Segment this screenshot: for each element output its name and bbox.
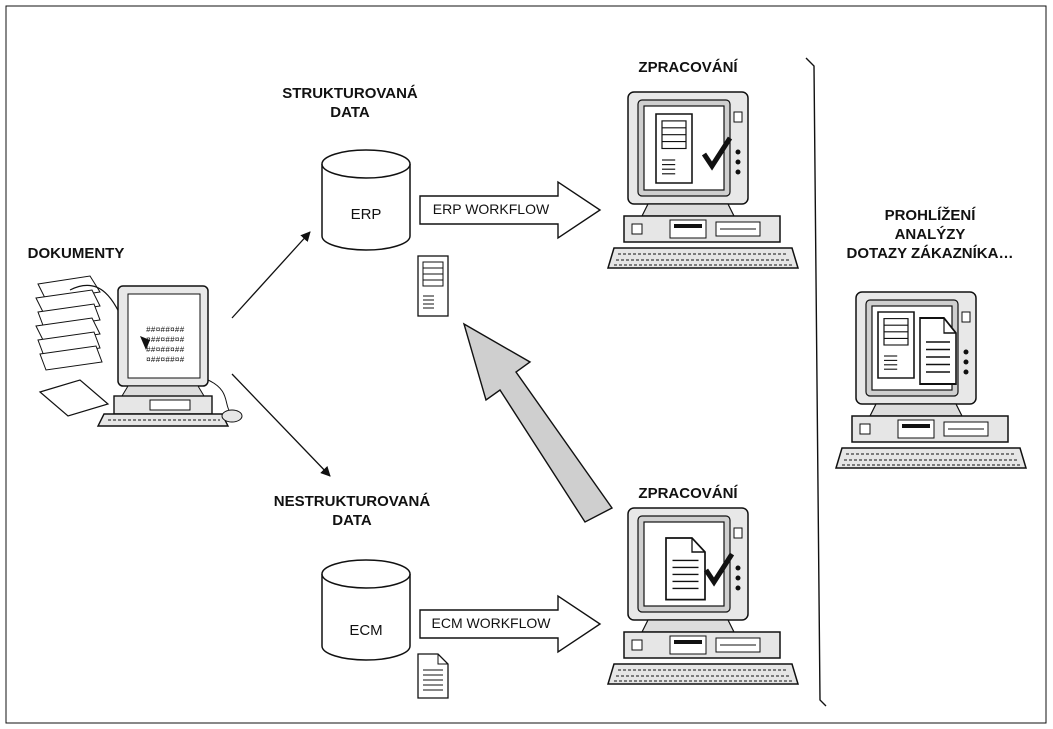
divider-line xyxy=(805,57,827,707)
label-zpracovani-bottom: ZPRACOVÁNÍ xyxy=(638,485,738,502)
computer-icon xyxy=(835,291,1027,469)
checkmark-icon xyxy=(701,136,733,171)
database-label-ecm: ECM xyxy=(349,622,383,639)
label-strukturovana-data: STRUKTUROVANÁ DATA xyxy=(282,85,418,121)
database-icon xyxy=(321,149,411,251)
arrow-to-unstructured xyxy=(231,373,331,477)
frame-border xyxy=(5,5,1047,724)
database-label-erp: ERP xyxy=(350,206,382,223)
svg-text:¤##¤##¤#: ¤##¤##¤# xyxy=(146,356,185,365)
checkmark-icon xyxy=(703,552,735,587)
svg-text:##¤##¤##: ##¤##¤## xyxy=(146,346,185,355)
erp-workflow-arrow xyxy=(419,180,602,240)
label-zpracovani-top: ZPRACOVÁNÍ xyxy=(638,59,738,76)
form-document-icon xyxy=(417,255,449,317)
feedback-arrow xyxy=(462,322,614,523)
erp-workflow-label: ERP WORKFLOW xyxy=(432,201,550,217)
label-nestrukturovana-data: NESTRUKTUROVANÁ DATA xyxy=(273,493,431,529)
ecm-workflow-label: ECM WORKFLOW xyxy=(431,615,551,631)
arrow-to-structured xyxy=(231,231,311,319)
database-icon xyxy=(321,559,411,661)
scanner-computer-icon: ##¤##¤## ¤##¤##¤# ##¤##¤## ¤##¤##¤# xyxy=(96,285,243,427)
ecm-workflow-arrow xyxy=(419,594,602,654)
svg-text:##¤##¤##: ##¤##¤## xyxy=(146,326,185,335)
text-document-icon xyxy=(417,653,449,699)
svg-text:¤##¤##¤#: ¤##¤##¤# xyxy=(146,336,185,345)
computer-icon xyxy=(607,507,799,685)
document-stack-icon xyxy=(35,275,133,417)
label-prohlizeni: PROHLÍŽENÍ ANALÝZY DOTAZY ZÁKAZNÍKA… xyxy=(846,207,1014,262)
computer-icon xyxy=(607,91,799,269)
label-dokumenty: DOKUMENTY xyxy=(27,245,125,262)
